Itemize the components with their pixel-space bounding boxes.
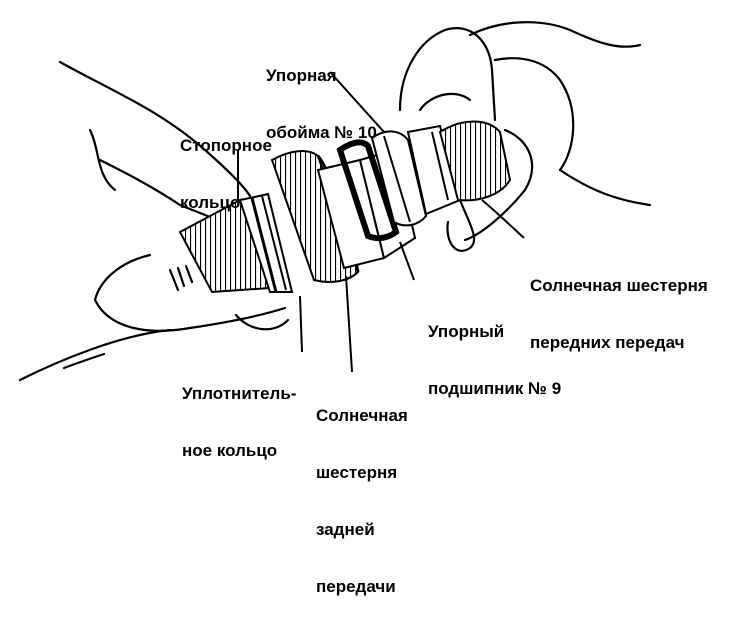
front-sun-gear-label: Солнечная шестерня передних передач bbox=[530, 238, 708, 390]
rear-sun-gear-line-3: задней bbox=[316, 520, 375, 539]
rear-sun-gear-line-4: передачи bbox=[316, 577, 396, 596]
shaft-rings bbox=[238, 192, 294, 293]
seal-ring-label: Уплотнитель- ное кольцо bbox=[182, 346, 296, 498]
snap-ring-line-2: кольцо bbox=[180, 193, 241, 212]
thrust-bearing-9-line-2: подшипник № 9 bbox=[428, 379, 562, 398]
rear-sun-gear-line-1: Солнечная bbox=[316, 406, 408, 425]
rear-sun-gear-label: Солнечная шестерня задней передачи bbox=[316, 368, 408, 634]
thrust-washer-10-line-2: обойма № 10 bbox=[266, 123, 377, 142]
snap-ring-line-1: Стопорное bbox=[180, 136, 272, 155]
snap-ring-label: Стопорное кольцо bbox=[180, 98, 272, 250]
rear-sun-gear-line-2: шестерня bbox=[316, 463, 398, 482]
seal-ring-line-1: Уплотнитель- bbox=[182, 384, 297, 403]
thrust-bearing-9-line-1: Упорный bbox=[428, 322, 505, 341]
thrust-bearing bbox=[336, 139, 400, 242]
front-sun-gear-line-1: Солнечная шестерня bbox=[530, 276, 708, 295]
thrust-washer-10-label: Упорная обойма № 10 bbox=[266, 28, 377, 180]
left-hand bbox=[18, 60, 290, 382]
gear-assembly-drawing bbox=[18, 21, 652, 382]
thrust-bearing-9-label: Упорный подшипник № 9 bbox=[428, 284, 561, 436]
front-sun-gear-line-2: передних передач bbox=[530, 333, 685, 352]
illustration: Упорная обойма № 10 Стопорное кольцо Сол… bbox=[18, 21, 708, 596]
leader-lines bbox=[237, 71, 525, 373]
thrust-washer-10-line-1: Упорная bbox=[266, 66, 337, 85]
thrust-washer bbox=[370, 130, 428, 227]
front-sun-gear bbox=[438, 120, 512, 202]
